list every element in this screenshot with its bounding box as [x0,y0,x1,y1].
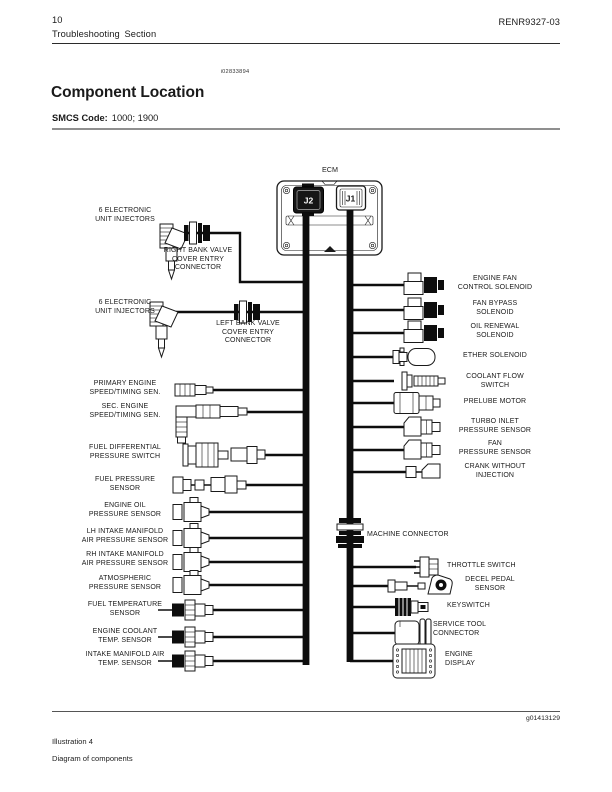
pressure-sensor-icon [172,547,210,572]
label-lh-intake-manifold-air-pressure-sensor: LH INTAKE MANIFOLD AIR PRESSURE SENSOR [81,528,169,544]
label-keyswitch: KEYSWITCH [447,602,490,609]
valve-cover-connector-icon [234,300,260,324]
j1-harness-trunk [346,210,354,662]
j1-label: J1 [346,194,356,204]
graphic-id: g01413129 [525,715,560,722]
keyswitch-icon [395,598,429,616]
temp-sensor-icon [158,626,214,648]
label-unit-injectors-left-bank: 6 ELECTRONIC UNIT INJECTORS [95,299,155,315]
label-fuel-temperature-sensor: FUEL TEMPERATURE SENSOR [87,601,163,617]
label-fuel-differential-pressure-switch: FUEL DIFFERENTIAL PRESSURE SWITCH [89,444,161,460]
label-engine-coolant-temp-sensor: ENGINE COOLANT TEMP. SENSOR [92,628,158,644]
temp-sensor-icon [158,650,214,672]
ether-solenoid-icon [392,347,436,366]
unit-injector-icon [149,301,179,359]
label-oil-renewal-solenoid: OIL RENEWAL SOLENOID [470,323,520,339]
engine-display-icon [392,643,436,679]
document-code: RENR9327-03 [498,17,560,27]
label-turbo-inlet-pressure-sensor: TURBO INLET PRESSURE SENSOR [458,418,532,434]
throttle-switch-icon [414,556,439,578]
smcs-value: 1000; 1900 [111,113,159,123]
label-engine-display: ENGINE DISPLAY [445,651,476,667]
media-id: i02833894 [220,69,250,75]
ecm-label: ECM [322,165,338,174]
smcs-code: SMCS Code:1000; 1900 [52,113,158,123]
section-title: Troubleshooting Section [52,29,157,39]
pressure-sensor-icon [403,439,441,460]
label-ether-solenoid: ETHER SOLENOID [463,352,527,359]
valve-cover-connector-icon [184,221,210,245]
speed-timing-sensor-icon [174,383,214,397]
label-primary-engine-speed-timing-sensor: PRIMARY ENGINE SPEED/TIMING SEN. [89,380,161,396]
service-tool-connector-icon [394,618,432,648]
pressure-sensor-icon [172,475,247,494]
illustration-caption: Diagram of components [52,754,133,763]
label-decel-pedal-sensor: DECEL PEDAL SENSOR [465,576,515,592]
machine-connector-icon [336,518,364,548]
harness-wires [176,231,416,663]
label-engine-oil-pressure-sensor: ENGINE OIL PRESSURE SENSOR [88,502,162,518]
prelube-motor-icon [393,392,441,414]
j2-harness-trunk [302,213,310,665]
label-left-bank-valve-cover-entry-connector: LEFT BANK VALVE COVER ENTRY CONNECTOR [216,320,280,345]
label-crank-without-injection: CRANK WITHOUT INJECTION [464,463,526,479]
temp-sensor-icon [158,599,214,621]
solenoid-icon [403,272,444,295]
label-right-bank-valve-cover-entry-connector: RIGHT BANK VALVE COVER ENTRY CONNECTOR [163,247,233,272]
label-service-tool-connector: SERVICE TOOL CONNECTOR [433,621,487,637]
footer-rule [52,711,560,712]
unit-injector-icon [159,223,189,281]
label-coolant-flow-switch: COOLANT FLOW SWITCH [466,373,524,389]
pressure-sensor-icon [403,416,441,437]
label-throttle-switch: THROTTLE SWITCH [447,562,516,569]
illustration-label: Illustration 4 [52,737,93,746]
solenoid-icon [403,320,444,343]
label-atmospheric-pressure-sensor: ATMOSPHERIC PRESSURE SENSOR [88,575,162,591]
speed-timing-sensor-icon [175,404,248,444]
j2-connector: J2 [293,183,324,216]
solenoid-icon [403,297,444,320]
j1-connector: J1 [335,185,367,211]
label-rh-intake-manifold-air-pressure-sensor: RH INTAKE MANIFOLD AIR PRESSURE SENSOR [81,551,169,567]
title-rule [52,128,560,130]
page-number: 10 [52,15,63,25]
label-intake-manifold-air-temp-sensor: INTAKE MANIFOLD AIR TEMP. SENSOR [85,651,165,667]
pressure-sensor-icon [172,497,210,522]
pressure-sensor-icon [172,523,210,548]
page-title: Component Location [51,84,205,101]
header-rule [52,43,560,44]
ecm-icon: ECM J2 [276,165,383,256]
decel-pedal-sensor-icon [387,574,453,595]
crank-switch-icon [405,463,441,479]
label-engine-fan-control-solenoid: ENGINE FAN CONTROL SOLENOID [457,275,533,291]
label-secondary-engine-speed-timing-sensor: SEC. ENGINE SPEED/TIMING SEN. [89,403,161,419]
label-prelube-motor: PRELUBE MOTOR [463,398,527,405]
label-fan-bypass-solenoid: FAN BYPASS SOLENOID [472,300,518,316]
pressure-sensor-icon [172,570,210,595]
label-fan-pressure-sensor: FAN PRESSURE SENSOR [458,440,532,456]
label-machine-connector: MACHINE CONNECTOR [367,531,449,538]
pressure-switch-icon [182,442,266,468]
label-fuel-pressure-sensor: FUEL PRESSURE SENSOR [94,476,156,492]
j2-label: J2 [304,196,314,206]
coolant-flow-switch-icon [401,371,446,391]
label-unit-injectors-right-bank: 6 ELECTRONIC UNIT INJECTORS [95,207,155,223]
smcs-label: SMCS Code: [52,113,108,123]
